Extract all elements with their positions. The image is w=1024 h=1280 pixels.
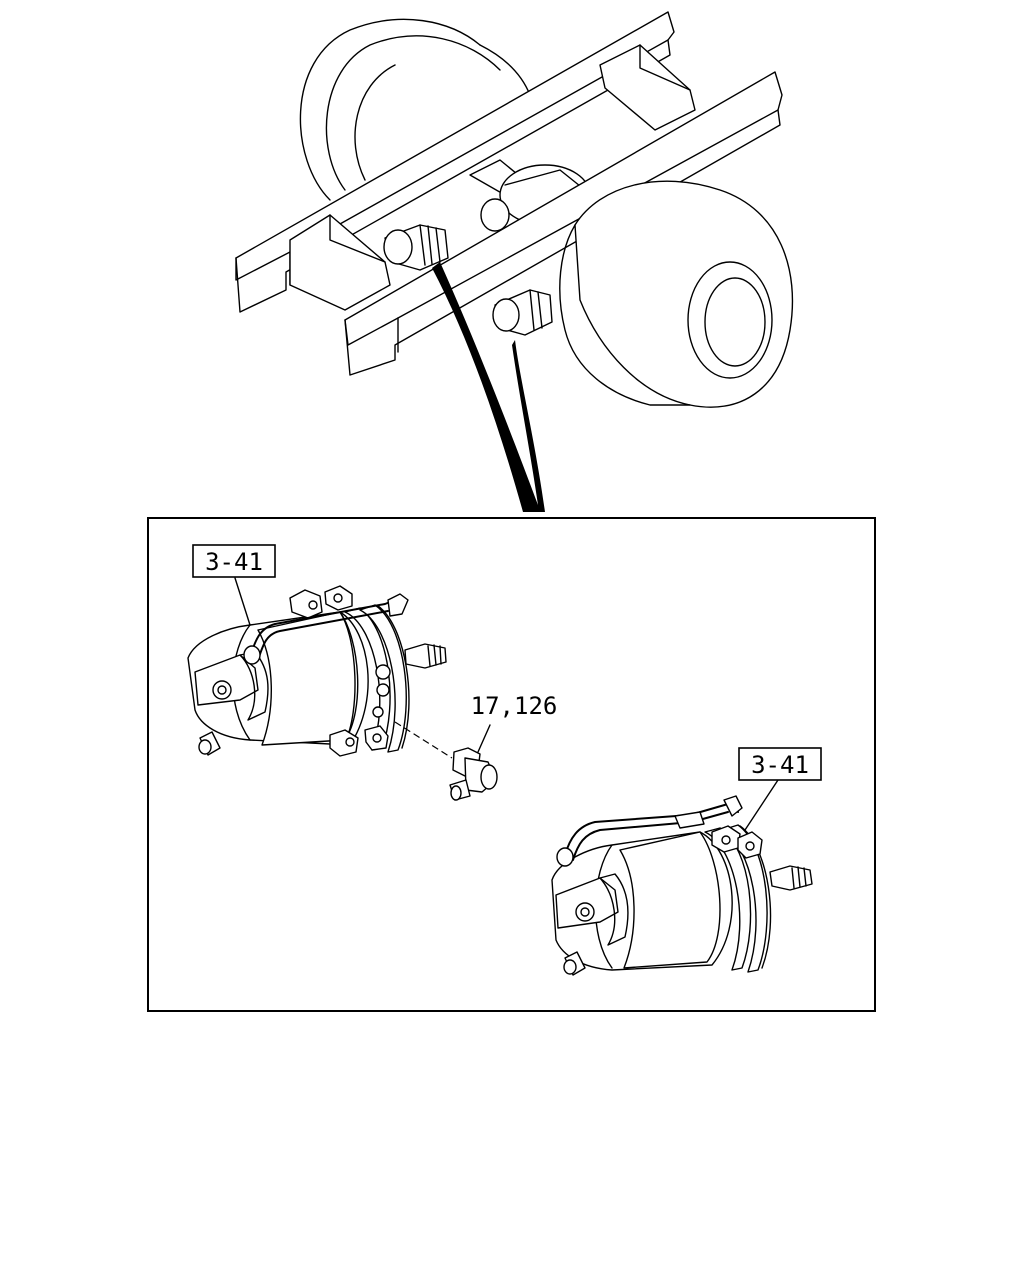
chassis-overview: [235, 11, 794, 512]
callout-lower-right: 3-41: [738, 747, 822, 781]
callout-label-lower-right: 3-41: [751, 751, 809, 779]
rear-left-tire: [299, 18, 531, 201]
part-number-label: 17,126: [471, 692, 558, 720]
brake-chamber-upper: [187, 577, 447, 757]
brake-chamber-lower-chassis: [492, 289, 553, 336]
elbow-fitting: [394, 721, 498, 801]
callout-part-number: 17,126: [471, 692, 558, 720]
brake-chamber-lower: [551, 779, 813, 976]
rear-right-tire: [559, 180, 794, 408]
callout-box-lower-right: [738, 747, 822, 781]
callout-label-upper-left: 3-41: [205, 548, 263, 576]
brake-chamber-upper-chassis: [383, 224, 449, 271]
zoom-pointer: [432, 262, 545, 512]
callout-upper-left: 3-41: [192, 544, 276, 578]
cross-members: [289, 44, 696, 311]
callout-box-upper-left: [192, 544, 276, 578]
